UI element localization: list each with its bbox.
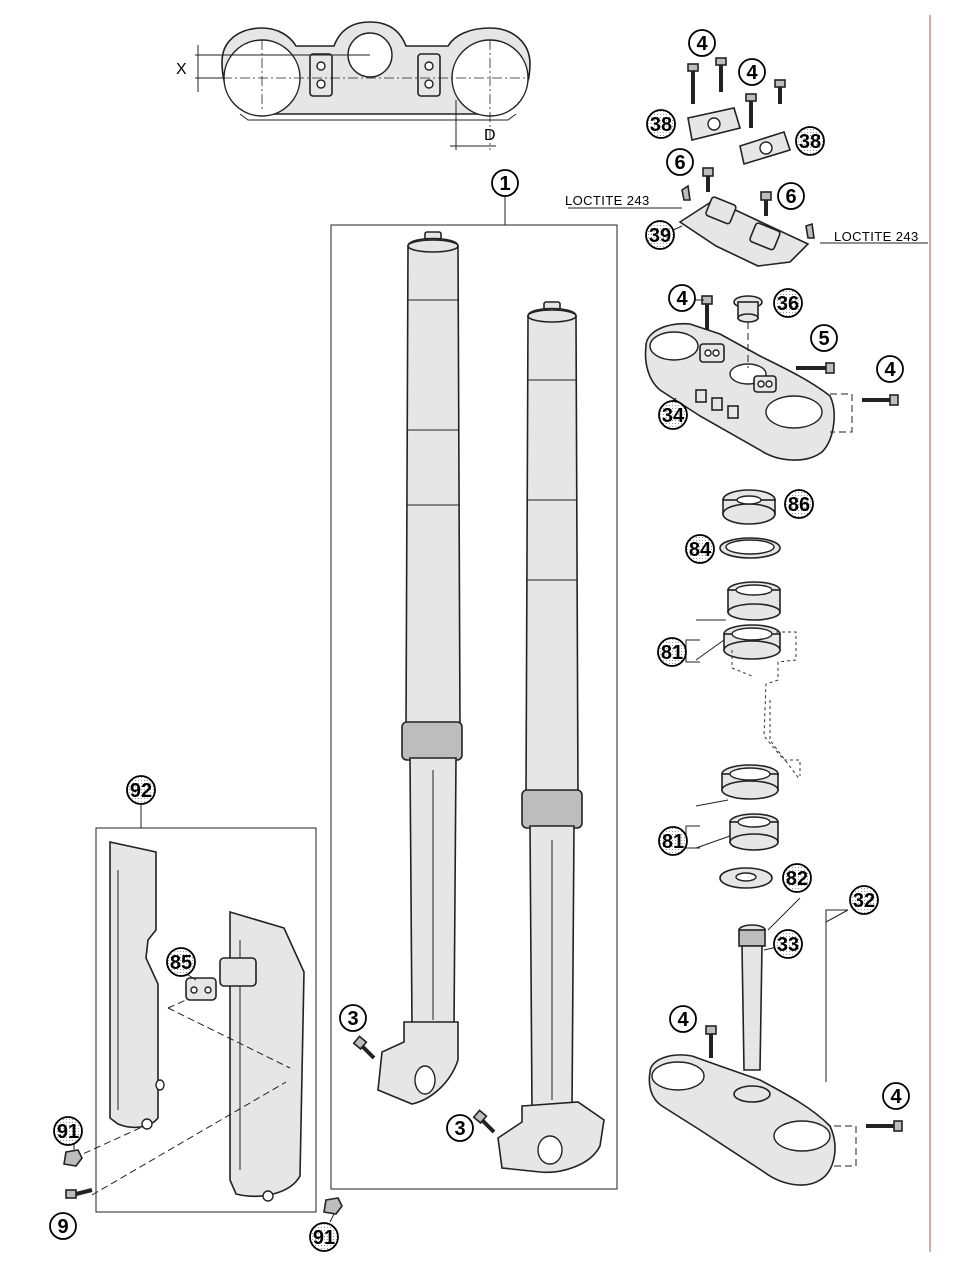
callout-6-right: 6 (777, 182, 805, 210)
callout-38-left: 38 (646, 109, 676, 139)
handlebar-clamp-bolts (687, 57, 786, 128)
callout-91-left: 91 (53, 1116, 83, 1146)
callout-3-left: 3 (339, 1004, 367, 1032)
pinch-bolt-5 (796, 362, 835, 374)
fork-guard-group-frame (95, 827, 317, 1213)
callout-33: 33 (773, 929, 803, 959)
svg-text:34: 34 (662, 405, 685, 427)
callout-34: 34 (658, 400, 688, 430)
screw-6-left (681, 167, 714, 201)
callout-4-top-right: 4 (738, 58, 766, 86)
fork-leg-left (377, 231, 463, 1105)
svg-text:3: 3 (347, 1008, 358, 1030)
svg-text:36: 36 (777, 293, 799, 315)
handlebar-bridge (678, 196, 810, 267)
callout-81-upper: 81 (657, 637, 687, 667)
pinch-bolt-upper-4 (862, 394, 899, 406)
screw-6-right (760, 191, 815, 239)
loctite-note-left: LOCTITE 243 (565, 193, 650, 208)
svg-text:3: 3 (454, 1118, 465, 1140)
svg-text:4: 4 (676, 288, 688, 310)
svg-text:92: 92 (130, 780, 152, 802)
callout-36: 36 (773, 288, 803, 318)
dust-cap-86 (722, 489, 776, 525)
callout-4-upper-clamp-bolt: 4 (668, 284, 696, 312)
svg-text:91: 91 (57, 1121, 79, 1143)
bolt-9 (65, 1188, 93, 1199)
callout-91-right: 91 (309, 1222, 339, 1252)
bolt-91-left (63, 1149, 83, 1167)
svg-text:1: 1 (499, 173, 510, 195)
svg-text:85: 85 (170, 952, 192, 974)
bearing-race-upper (723, 624, 781, 660)
lower-triple-clamp (648, 1054, 836, 1186)
svg-text:9: 9 (57, 1216, 68, 1238)
bearing-upper (727, 581, 781, 621)
svg-text:4: 4 (890, 1086, 902, 1108)
svg-text:6: 6 (674, 152, 685, 174)
clamp-bolt-upper (701, 295, 713, 330)
svg-text:82: 82 (786, 868, 808, 890)
svg-text:84: 84 (689, 539, 712, 561)
callout-1: 1 (491, 169, 519, 197)
callout-38-right: 38 (795, 126, 825, 156)
loctite-note-right: LOCTITE 243 (834, 229, 919, 244)
dimension-x-label: X (176, 61, 187, 78)
fork-group-frame (330, 224, 618, 1190)
callout-82: 82 (782, 863, 812, 893)
pinch-bolt-lower-4 (866, 1120, 903, 1132)
svg-text:4: 4 (746, 62, 758, 84)
dimension-d-label: D (484, 127, 496, 144)
guard-clamp (185, 957, 257, 1001)
callout-92: 92 (126, 775, 156, 805)
callout-3-right: 3 (446, 1114, 474, 1142)
svg-text:81: 81 (662, 831, 684, 853)
svg-text:6: 6 (785, 186, 796, 208)
svg-text:39: 39 (649, 225, 671, 247)
callout-4-lower-clamp-bolt: 4 (669, 1005, 697, 1033)
svg-text:38: 38 (650, 114, 672, 136)
svg-text:4: 4 (696, 33, 708, 55)
callout-39: 39 (645, 220, 675, 250)
callout-5: 5 (810, 324, 838, 352)
fork-guard-left (109, 841, 165, 1130)
seal-ring-84 (719, 537, 781, 559)
bolt-3-left (352, 1035, 376, 1060)
callout-6-left: 6 (666, 148, 694, 176)
callout-4-top-left: 4 (688, 29, 716, 57)
clamp-bolt-lower (705, 1025, 717, 1058)
fork-leg-right (497, 301, 605, 1174)
handlebar-clamp-right (739, 130, 792, 166)
svg-text:33: 33 (777, 934, 799, 956)
callout-85: 85 (166, 947, 196, 977)
callout-4-upper-pinch-bolt: 4 (876, 355, 904, 383)
steering-nut (733, 295, 763, 323)
svg-text:4: 4 (677, 1009, 689, 1031)
callout-9: 9 (49, 1212, 77, 1240)
bolt-3-right (472, 1109, 496, 1134)
callout-84: 84 (685, 534, 715, 564)
bolt-91-right (323, 1197, 343, 1215)
upper-triple-clamp (644, 322, 835, 461)
svg-text:91: 91 (313, 1227, 335, 1249)
svg-text:4: 4 (884, 359, 896, 381)
seal-82 (719, 867, 773, 889)
handlebar-clamp-left (687, 107, 742, 141)
svg-text:32: 32 (853, 890, 875, 912)
bearing-lower (729, 813, 779, 851)
bearing-race-lower (721, 764, 779, 800)
top-clamp-dimension-view: X D (176, 21, 531, 150)
callout-4-lower-pinch-bolt: 4 (882, 1082, 910, 1110)
callout-81-lower: 81 (658, 826, 688, 856)
steering-stem (738, 924, 766, 1071)
callout-86: 86 (784, 489, 814, 519)
callout-32: 32 (849, 885, 879, 915)
svg-text:81: 81 (661, 642, 683, 664)
svg-text:86: 86 (788, 494, 810, 516)
svg-text:5: 5 (818, 328, 829, 350)
svg-text:38: 38 (799, 131, 821, 153)
